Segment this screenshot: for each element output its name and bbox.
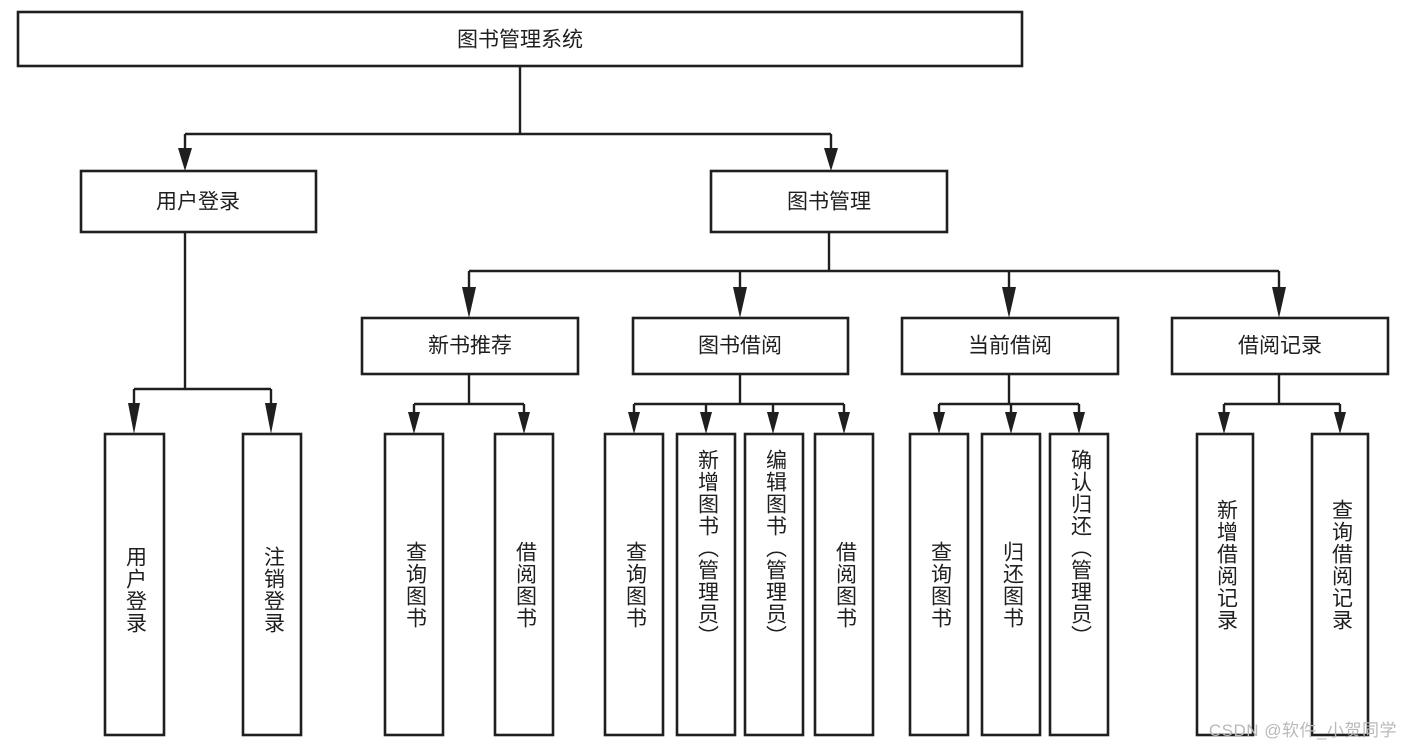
node-new-book-rec[interactable]: 新书推荐 bbox=[360, 316, 580, 376]
node-root-box[interactable] bbox=[16, 10, 1024, 68]
node-root-label: 图书管理系统 bbox=[457, 29, 583, 52]
node-book-manage-label: 图书管理 bbox=[787, 191, 871, 214]
node-leaf-borrow-book-2-label: 借阅图书 bbox=[833, 541, 857, 629]
arrow-leaf-borrow-book-2 bbox=[838, 412, 850, 434]
node-leaf-logout[interactable]: 注销登录 bbox=[241, 432, 303, 737]
node-new-book-rec-label: 新书推荐 bbox=[428, 335, 512, 358]
arrow-leaf-query-book-2 bbox=[628, 412, 640, 434]
node-leaf-return-book-label: 归还图书 bbox=[1000, 541, 1024, 629]
node-leaf-add-record-label: 新增借阅记录 bbox=[1214, 499, 1238, 631]
node-user-login[interactable]: 用户登录 bbox=[79, 169, 318, 234]
node-leaf-add-record-box[interactable] bbox=[1195, 432, 1255, 737]
node-leaf-query-record-label: 查询借阅记录 bbox=[1329, 499, 1353, 631]
node-root[interactable]: 图书管理系统 bbox=[16, 10, 1024, 68]
node-leaf-edit-book-admin-box[interactable] bbox=[743, 432, 805, 737]
arrow-leaf-edit-book-admin bbox=[767, 412, 779, 434]
node-leaf-return-book-box[interactable] bbox=[980, 432, 1042, 737]
arrow-leaf-confirm-return bbox=[1073, 412, 1085, 434]
arrow-leaf-return-book bbox=[1005, 412, 1017, 434]
node-leaf-borrow-book-2-box[interactable] bbox=[813, 432, 875, 737]
node-leaf-query-book-3-label: 查询图书 bbox=[928, 541, 952, 629]
node-leaf-add-book-admin-label: 新增图书（管理员） bbox=[695, 449, 719, 647]
node-leaf-logout-label: 注销登录 bbox=[261, 546, 285, 634]
arrow-leaf-logout bbox=[265, 403, 277, 434]
node-borrow-record-label: 借阅记录 bbox=[1238, 335, 1322, 358]
node-leaf-edit-book-admin[interactable]: 编辑图书（管理员） bbox=[743, 432, 805, 737]
arrow-leaf-add-book-admin bbox=[700, 412, 712, 434]
node-new-book-rec-box[interactable] bbox=[360, 316, 580, 376]
node-leaf-query-book-1[interactable]: 查询图书 bbox=[383, 432, 445, 737]
node-leaf-confirm-return-admin-label: 确认归还（管理员） bbox=[1068, 449, 1092, 647]
arrow-borrow-record bbox=[1272, 287, 1286, 318]
node-leaf-confirm-return-admin[interactable]: 确认归还（管理员） bbox=[1048, 432, 1110, 737]
node-leaf-borrow-book-1[interactable]: 借阅图书 bbox=[493, 432, 555, 737]
node-book-borrow-box[interactable] bbox=[631, 316, 850, 376]
node-leaf-query-book-3[interactable]: 查询图书 bbox=[908, 432, 970, 737]
node-book-borrow-label: 图书借阅 bbox=[698, 335, 782, 358]
node-leaf-add-book-admin[interactable]: 新增图书（管理员） bbox=[675, 432, 737, 737]
node-leaf-user-login[interactable]: 用户登录 bbox=[103, 432, 166, 737]
node-leaf-add-book-admin-box[interactable] bbox=[675, 432, 737, 737]
node-book-manage[interactable]: 图书管理 bbox=[709, 169, 949, 234]
node-leaf-edit-book-admin-label: 编辑图书（管理员） bbox=[763, 449, 787, 647]
node-leaf-return-book[interactable]: 归还图书 bbox=[980, 432, 1042, 737]
node-leaf-query-record[interactable]: 查询借阅记录 bbox=[1310, 432, 1370, 737]
node-current-borrow-label: 当前借阅 bbox=[968, 335, 1052, 358]
node-leaf-add-record[interactable]: 新增借阅记录 bbox=[1195, 432, 1255, 737]
node-borrow-record-box[interactable] bbox=[1170, 316, 1390, 376]
connectors bbox=[128, 66, 1346, 434]
node-user-login-box[interactable] bbox=[79, 169, 318, 234]
arrow-leaf-query-book-1 bbox=[408, 412, 420, 434]
arrow-leaf-query-record bbox=[1334, 412, 1346, 434]
csdn-watermark: CSDN @软件_小贺同学 bbox=[1208, 721, 1397, 740]
node-current-borrow[interactable]: 当前借阅 bbox=[900, 316, 1120, 376]
node-leaf-query-book-2-label: 查询图书 bbox=[623, 541, 647, 629]
node-leaf-query-book-1-box[interactable] bbox=[383, 432, 445, 737]
node-leaf-borrow-book-2[interactable]: 借阅图书 bbox=[813, 432, 875, 737]
arrow-leaf-add-record bbox=[1218, 412, 1230, 434]
arrow-book-manage bbox=[824, 148, 838, 171]
node-leaf-logout-box[interactable] bbox=[241, 432, 303, 737]
node-current-borrow-box[interactable] bbox=[900, 316, 1120, 376]
node-leaf-user-login-label: 用户登录 bbox=[123, 546, 147, 634]
node-leaf-borrow-book-1-label: 借阅图书 bbox=[513, 541, 537, 629]
arrow-leaf-user-login bbox=[128, 403, 140, 434]
node-leaf-query-record-box[interactable] bbox=[1310, 432, 1370, 737]
arrow-leaf-borrow-book-1 bbox=[518, 412, 530, 434]
arrow-new-book-rec bbox=[462, 287, 476, 318]
node-user-login-label: 用户登录 bbox=[156, 191, 240, 214]
node-leaf-query-book-1-label: 查询图书 bbox=[403, 541, 427, 629]
arrow-user-login bbox=[178, 148, 192, 171]
node-leaf-query-book-2[interactable]: 查询图书 bbox=[603, 432, 665, 737]
arrow-leaf-query-book-3 bbox=[933, 412, 945, 434]
node-book-manage-box[interactable] bbox=[709, 169, 949, 234]
node-leaf-user-login-box[interactable] bbox=[103, 432, 166, 737]
node-book-borrow[interactable]: 图书借阅 bbox=[631, 316, 850, 376]
node-leaf-borrow-book-1-box[interactable] bbox=[493, 432, 555, 737]
node-leaf-query-book-2-box[interactable] bbox=[603, 432, 665, 737]
arrow-current-borrow bbox=[1002, 287, 1016, 318]
node-borrow-record[interactable]: 借阅记录 bbox=[1170, 316, 1390, 376]
node-leaf-query-book-3-box[interactable] bbox=[908, 432, 970, 737]
node-leaf-confirm-return-admin-box[interactable] bbox=[1048, 432, 1110, 737]
arrow-book-borrow bbox=[733, 287, 747, 318]
